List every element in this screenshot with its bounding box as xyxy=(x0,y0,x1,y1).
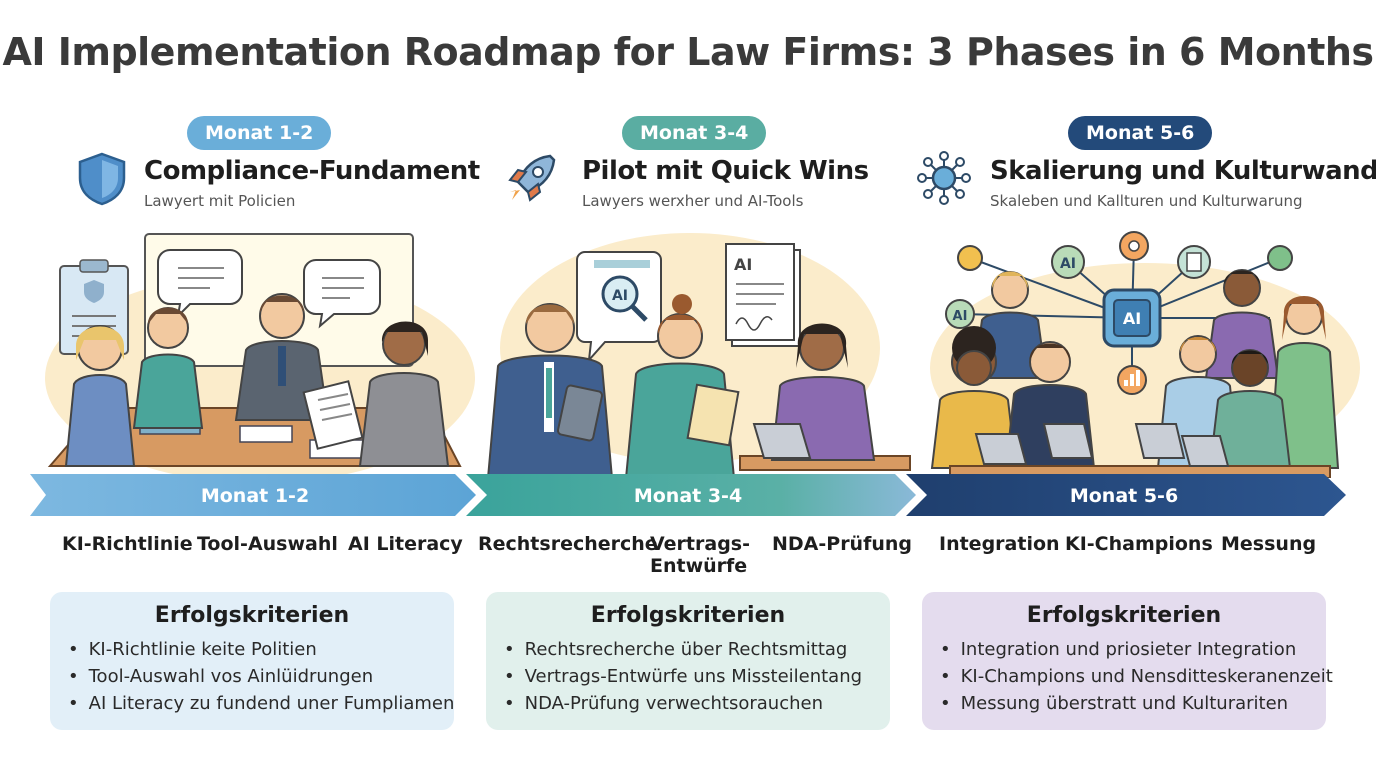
criteria-item: Messung überstratt und Kulturariten xyxy=(940,690,1333,717)
phase-3-pill: Monat 5-6 xyxy=(1068,116,1213,150)
step-label: NDA-Prüfung xyxy=(772,533,913,555)
criteria-card-3: Erfolgskriterien Integration und priosie… xyxy=(922,592,1333,730)
shield-icon xyxy=(78,152,126,206)
step-label: Tool-Auswahl xyxy=(197,533,338,555)
criteria-item: NDA-Prüfung verwechtsorauchen xyxy=(504,690,862,717)
person-icon xyxy=(132,307,204,429)
phase-3: Monat 5-6 Skalierung und Kulturwandel Sk… xyxy=(910,116,1376,576)
speech-bubble-icon xyxy=(303,259,381,329)
svg-text:AI: AI xyxy=(953,309,968,324)
phase-2-name: Pilot mit Quick Wins xyxy=(582,156,869,186)
rocket-icon xyxy=(508,154,556,202)
band-label-3: Monat 5-6 xyxy=(1069,485,1179,507)
ai-text: AI xyxy=(612,288,628,304)
criteria-card-1: Erfolgskriterien KI-Richtlinie keite Pol… xyxy=(50,592,454,730)
gear-icon xyxy=(1119,231,1149,261)
band-segment-1 xyxy=(30,474,476,516)
step-label: Messung xyxy=(1221,533,1317,555)
search-document-icon: AI xyxy=(576,251,662,364)
step-label: Rechtsrecherche xyxy=(478,533,658,555)
phase-1-pill: Monat 1-2 xyxy=(187,116,332,150)
person-icon xyxy=(752,323,876,461)
criteria-item: KI-Champions und Nensditteskeranenzeit xyxy=(940,663,1333,690)
band-segment-3 xyxy=(906,474,1346,516)
band-label-1: Monat 1-2 xyxy=(200,485,310,507)
timeline-arrow xyxy=(30,474,1346,516)
band-label-2: Monat 3-4 xyxy=(633,485,743,507)
criteria-item: Vertrags-Entwürfe uns Missteilentang xyxy=(504,663,862,690)
network-node: AI xyxy=(1051,245,1085,279)
phase-3-subtitle: Skaleben und Kallturen und Kulturwarung xyxy=(990,192,1303,210)
step-label: Integration xyxy=(939,533,1060,555)
person-icon xyxy=(624,294,740,478)
criteria-item: KI-Richtlinie keite Politien xyxy=(68,636,454,663)
criteria-card-title: Erfolgskriterien xyxy=(590,603,786,628)
phase-2-pill: Monat 3-4 xyxy=(622,116,767,150)
document-icon xyxy=(1177,245,1211,279)
ai-chip-icon: AI xyxy=(1102,288,1162,348)
phase-1: Monat 1-2 Compliance-Fundament Lawyert m… xyxy=(30,116,480,576)
person-icon xyxy=(64,325,136,467)
phase-2: Monat 3-4 Pilot mit Quick Wins Lawyers w… xyxy=(470,116,920,576)
step-label: AI Literacy xyxy=(348,533,463,555)
speech-bubble-icon xyxy=(157,249,243,319)
phase-3-name: Skalierung und Kulturwandel xyxy=(990,156,1376,186)
page-title: AI Implementation Roadmap for Law Firms:… xyxy=(2,30,1374,74)
step-label: KI-Champions xyxy=(1065,533,1213,555)
phase-2-subtitle: Lawyers werxher und AI-Tools xyxy=(582,192,804,210)
criteria-card-2: Erfolgskriterien Rechtsrecherche über Re… xyxy=(486,592,890,730)
criteria-card-title: Erfolgskriterien xyxy=(1026,603,1222,628)
band-segment-2 xyxy=(466,474,916,516)
phase-2-illustration: AI AI xyxy=(486,233,911,478)
phase-1-name: Compliance-Fundament xyxy=(144,156,480,186)
network-node: AI xyxy=(945,299,975,329)
phase-1-illustration xyxy=(45,233,475,478)
phase-1-subtitle: Lawyert mit Policien xyxy=(144,192,296,210)
svg-text:AI: AI xyxy=(1060,256,1076,272)
criteria-item: Integration und priosieter Integration xyxy=(940,636,1333,663)
step-label-multiline: Vertrags- Entwürfe xyxy=(650,533,750,577)
network-node xyxy=(957,245,983,271)
ai-text: AI xyxy=(734,255,752,274)
svg-text:AI: AI xyxy=(1123,309,1141,328)
criteria-item: Rechtsrecherche über Rechtsmittag xyxy=(504,636,862,663)
ai-network-icon xyxy=(917,151,971,205)
step-label: KI-Richtlinie xyxy=(62,533,193,555)
criteria-card-title: Erfolgskriterien xyxy=(154,603,350,628)
person-icon xyxy=(486,303,614,478)
person-icon xyxy=(1208,349,1292,469)
document-icon xyxy=(302,380,364,450)
network-node xyxy=(1267,245,1293,271)
criteria-item: AI Literacy zu fundend uner Fumpliamen xyxy=(68,690,455,717)
person-icon xyxy=(358,321,450,467)
phase-3-illustration: AI AI AI xyxy=(930,231,1360,478)
criteria-item: Tool-Auswahl vos Ainlüidrungen xyxy=(68,663,454,690)
ai-document-icon: AI xyxy=(725,243,801,347)
chart-node-icon xyxy=(1117,365,1147,395)
